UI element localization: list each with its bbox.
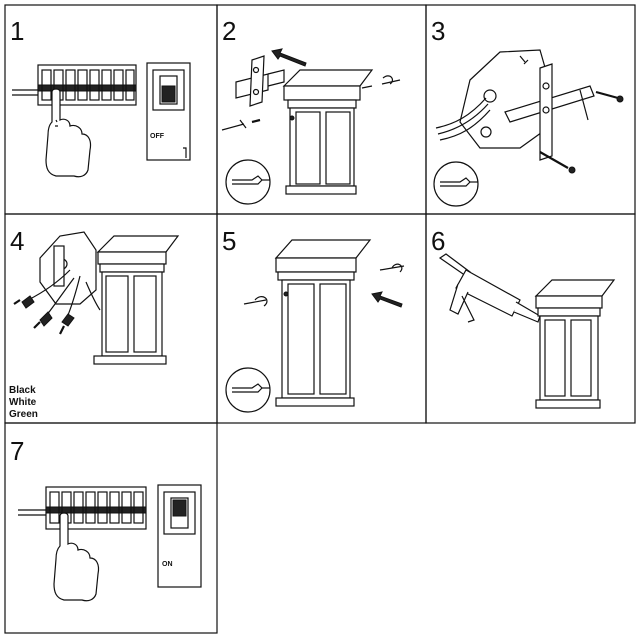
breaker-panel xyxy=(12,64,137,106)
step-7-number: 7 xyxy=(10,436,24,466)
screw-icon xyxy=(243,299,267,305)
step-6-number: 6 xyxy=(431,226,445,256)
screwdriver-icon xyxy=(225,367,271,413)
screw-icon xyxy=(361,79,401,89)
breaker-panel xyxy=(18,486,147,530)
screw-icon xyxy=(221,119,247,131)
step-3-number: 3 xyxy=(431,16,445,46)
switch-box-on: ON xyxy=(157,484,202,588)
hand-icon xyxy=(53,512,100,602)
wire-connectors xyxy=(13,269,101,335)
switch-label-off: OFF xyxy=(150,133,165,140)
junction-box xyxy=(459,49,549,149)
step-7-panel: 7 ON xyxy=(10,436,202,602)
wire-label-black: Black xyxy=(9,385,36,396)
mounting-bracket xyxy=(235,55,285,107)
hand-icon xyxy=(45,88,92,178)
crossbar-bracket xyxy=(504,63,595,161)
step-6-panel: 6 xyxy=(431,226,616,409)
lantern-fixture xyxy=(274,239,372,407)
step-2-number: 2 xyxy=(222,16,236,46)
step-1-number: 1 xyxy=(10,16,24,46)
wire-bundle xyxy=(435,97,491,141)
step-4-number: 4 xyxy=(10,226,24,256)
direction-arrow-icon xyxy=(371,291,403,308)
switch-box-off: OFF xyxy=(146,62,191,161)
step-1-panel: 1 OFF xyxy=(10,16,191,178)
lantern-fixture xyxy=(93,235,180,365)
direction-arrow-icon xyxy=(271,48,307,67)
step-4-panel: 4 Black White Green xyxy=(9,226,180,420)
wire-label-white: White xyxy=(9,397,37,408)
switch-label-on: ON xyxy=(162,561,173,568)
step-5-panel: 5 xyxy=(222,226,405,413)
screw-icon xyxy=(539,151,569,169)
junction-box xyxy=(39,231,97,305)
lantern-fixture xyxy=(282,69,374,195)
lantern-fixture xyxy=(534,279,616,409)
step-2-panel: 2 xyxy=(221,16,401,205)
screwdriver-icon xyxy=(225,159,271,205)
wire-label-green: Green xyxy=(9,409,38,420)
caulk-gun-icon xyxy=(438,253,547,323)
panel-grid xyxy=(4,4,636,634)
step-5-number: 5 xyxy=(222,226,236,256)
screw-icon xyxy=(595,90,619,100)
screwdriver-icon xyxy=(433,161,479,207)
step-3-panel: 3 xyxy=(431,16,624,207)
